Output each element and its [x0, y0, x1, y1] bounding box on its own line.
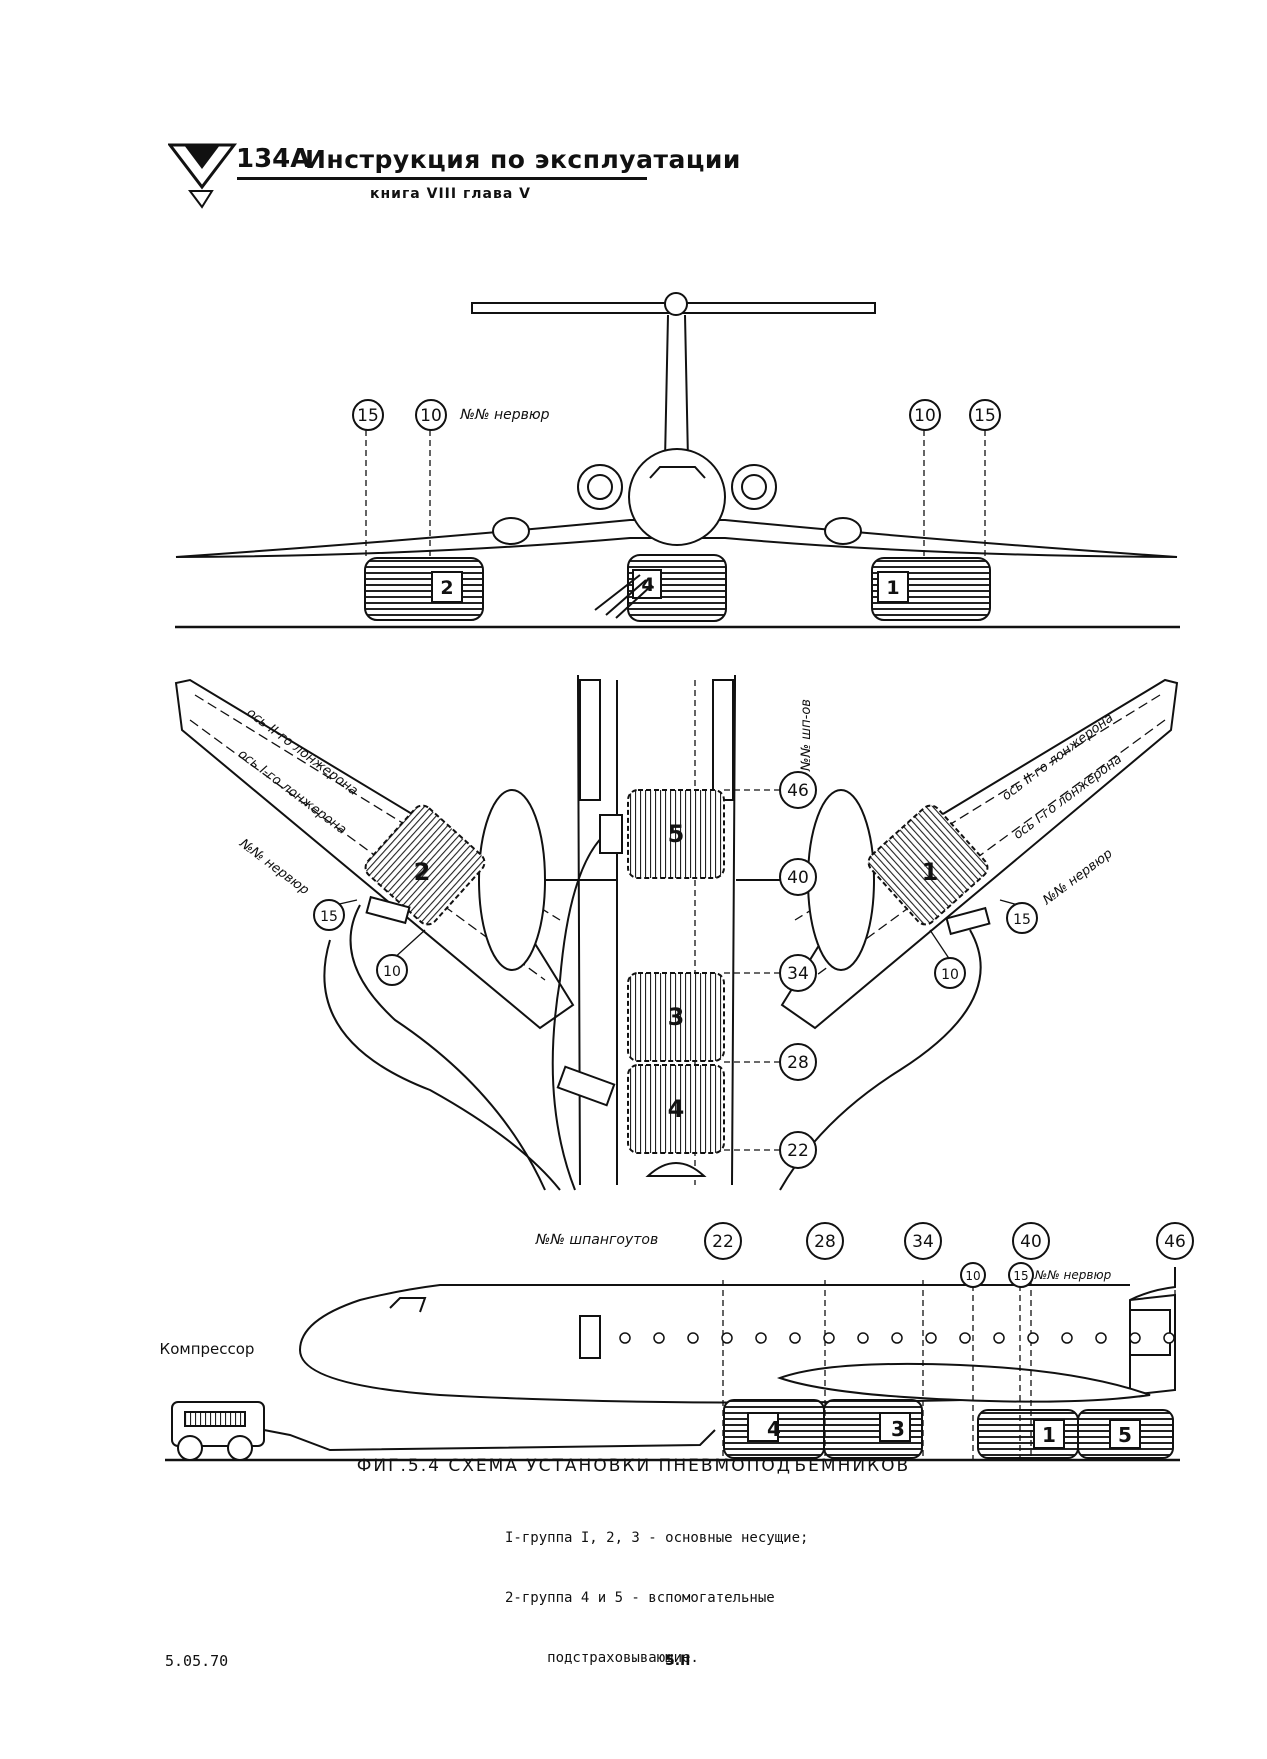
- callout-rib: [415, 399, 447, 431]
- front-view: [175, 292, 1180, 629]
- plan-jack-1-label: 1: [922, 858, 939, 886]
- cabin-window: [891, 1332, 903, 1344]
- side-frame-40: 40: [1020, 1232, 1042, 1252]
- side-frame-22: 22: [712, 1232, 734, 1252]
- plan-rib-right-15: 15: [1013, 912, 1031, 928]
- cabin-window: [925, 1332, 937, 1344]
- footer-date: 5.05.70: [165, 1652, 229, 1670]
- cabin-window: [721, 1332, 733, 1344]
- compressor-label: Компрессор: [160, 1340, 255, 1358]
- figure-notes: I-группа I, 2, 3 - основные несущие; 2-г…: [505, 1488, 808, 1688]
- cabin-window: [687, 1332, 699, 1344]
- plan-callouts: [313, 771, 1038, 1169]
- plan-frame-22: 22: [787, 1141, 809, 1161]
- cabin-window: [857, 1332, 869, 1344]
- callout-rib: [352, 399, 384, 431]
- plan-jack-3: [627, 972, 725, 1062]
- compressor-icon: [171, 1401, 716, 1461]
- side-frame-34: 34: [912, 1232, 934, 1252]
- cabin-window: [1163, 1332, 1175, 1344]
- front-callouts: [352, 399, 1001, 431]
- front-ribs-label: №№ нервюр: [459, 407, 549, 423]
- front-callout-right-2: 15: [974, 406, 996, 426]
- cabin-window: [959, 1332, 971, 1344]
- front-jack-1-label: 1: [886, 577, 899, 599]
- cabin-window: [755, 1332, 767, 1344]
- front-jack-4-label: 4: [641, 574, 654, 596]
- plan-view: [174, 675, 1179, 1191]
- plan-rib-left-15: 15: [320, 909, 338, 925]
- plan-ribs-left-label: №№ нервюр: [236, 836, 312, 898]
- header-model: 134А: [236, 144, 311, 174]
- callout-rib: [909, 399, 941, 431]
- plan-jack-5-label: 5: [668, 820, 685, 848]
- side-rib-15: 15: [1013, 1269, 1028, 1283]
- front-callout-left-2: 10: [420, 406, 442, 426]
- cabin-window: [993, 1332, 1005, 1344]
- book-chapter: книга VIII глава V: [370, 186, 531, 202]
- side-callouts: [704, 1222, 1194, 1288]
- note-line: подстраховывающие.: [505, 1650, 699, 1666]
- plan-jack-1: [867, 804, 989, 926]
- plan-frames-label: №№ шп-ов: [799, 699, 814, 772]
- cabin-window: [1027, 1332, 1039, 1344]
- plan-jack-4: [627, 1064, 725, 1154]
- side-frame-28: 28: [814, 1232, 836, 1252]
- side-jack-1-label: 1: [1042, 1423, 1056, 1447]
- callout-rib: [969, 399, 1001, 431]
- cabin-window: [1061, 1332, 1073, 1344]
- note-line: 2-группа 4 и 5 - вспомогательные: [505, 1590, 775, 1606]
- front-jack-1: [871, 557, 991, 621]
- plan-frame-40: 40: [787, 868, 809, 888]
- side-jack-5-label: 5: [1118, 1423, 1132, 1447]
- note-line: I-группа I, 2, 3 - основные несущие;: [505, 1530, 809, 1546]
- tu-logo-icon: [166, 143, 238, 209]
- header-rule: [237, 177, 647, 180]
- side-jack-3-label: 3: [891, 1417, 905, 1441]
- front-jack-2-label: 2: [440, 577, 453, 599]
- side-frame-46: 46: [1164, 1232, 1186, 1252]
- plan-jack-3-label: 3: [668, 1003, 685, 1031]
- plan-rib-right-10: 10: [941, 967, 959, 983]
- figure-caption: ФИГ.5.4 СХЕМА УСТАНОВКИ ПНЕВМОПОДЪЕМНИКО…: [356, 1456, 911, 1476]
- cabin-window: [1129, 1332, 1141, 1344]
- side-rib-10: 10: [965, 1269, 980, 1283]
- cabin-window: [1095, 1332, 1107, 1344]
- plan-jack-2: [364, 804, 486, 926]
- cabin-window: [619, 1332, 631, 1344]
- page-number: 5.II: [665, 1653, 691, 1669]
- plan-ribs-right-label: №№ нервюр: [1040, 846, 1116, 908]
- side-jack-4-label: 4: [767, 1417, 781, 1441]
- side-windows: [619, 1332, 1175, 1344]
- side-view: [165, 1267, 1180, 1462]
- cabin-window: [823, 1332, 835, 1344]
- plan-frame-46: 46: [787, 781, 809, 801]
- plan-jack-5: [627, 789, 725, 879]
- cabin-window: [789, 1332, 801, 1344]
- plan-frame-34: 34: [787, 964, 809, 984]
- plan-jack-4-label: 4: [668, 1095, 685, 1123]
- front-jack-4: [594, 554, 727, 622]
- plan-jack-2-label: 2: [414, 858, 431, 886]
- page-title: Инструкция по эксплуатации: [305, 145, 741, 174]
- front-callout-right-1: 10: [914, 406, 936, 426]
- front-callout-left-1: 15: [357, 406, 379, 426]
- plan-rib-left-10: 10: [383, 964, 401, 980]
- header-logo: [166, 141, 238, 215]
- plan-frame-28: 28: [787, 1053, 809, 1073]
- cabin-window: [653, 1332, 665, 1344]
- front-jack-2: [364, 557, 484, 621]
- side-frames-label: №№ шпангоутов: [535, 1232, 658, 1248]
- side-ribs-label: №№ нервюр: [1034, 1268, 1112, 1282]
